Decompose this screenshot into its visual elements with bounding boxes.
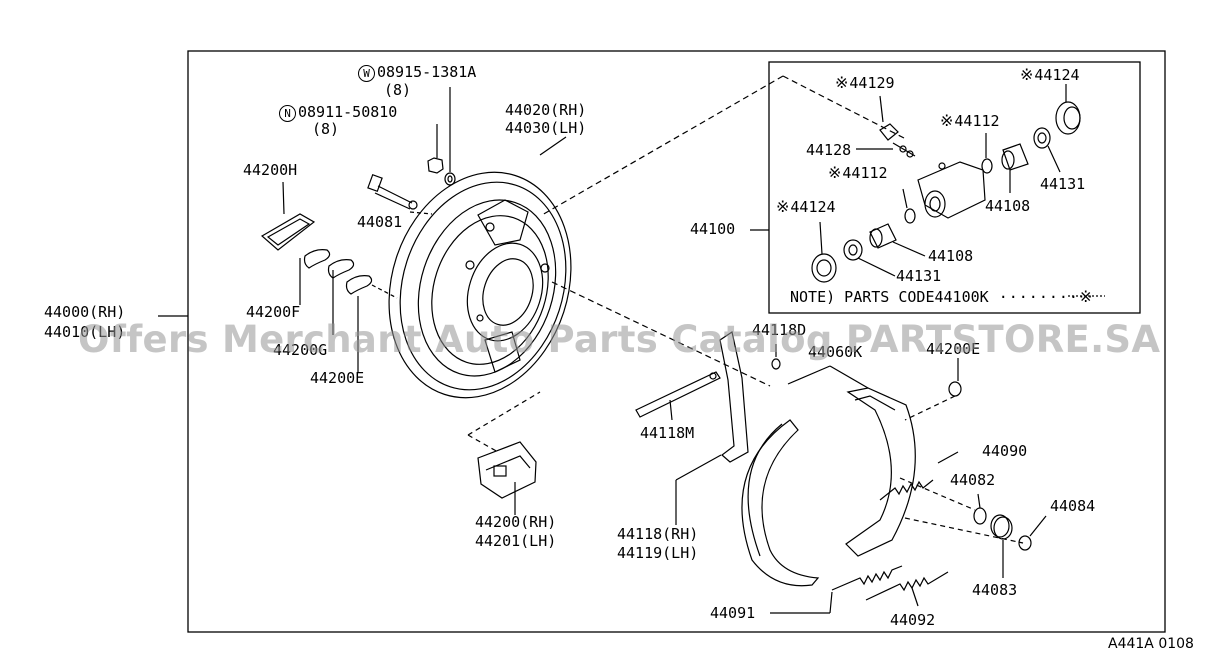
label-44118D: 44118D	[752, 321, 807, 339]
label-44084: 44084	[1050, 497, 1096, 515]
bolt-44081	[367, 173, 418, 210]
label-44124-left: ※44124	[776, 197, 836, 216]
reference-code: A441A 0108	[1108, 636, 1194, 652]
label-44108-bottom: 44108	[928, 247, 974, 265]
label-44112-b: ※44112	[828, 163, 888, 182]
piston-left	[869, 223, 897, 249]
label-44010: 44010(LH)	[44, 323, 126, 341]
spring-44091	[831, 565, 903, 591]
label-44128: 44128	[806, 141, 852, 159]
label-44124-top: ※44124	[1020, 65, 1080, 84]
spring-44083	[990, 514, 1013, 540]
label-44200G: 44200G	[273, 341, 328, 359]
label-44119: 44119(LH)	[617, 544, 699, 562]
nut-washer	[427, 157, 456, 186]
label-44118M: 44118M	[640, 424, 695, 442]
inset-frame	[768, 61, 1141, 314]
label-44081: 44081	[357, 213, 403, 231]
nut-symbol: N	[279, 105, 296, 122]
label-44129: ※44129	[835, 73, 895, 92]
dust-cap-left	[811, 253, 837, 283]
label-44200E-left: 44200E	[310, 369, 365, 387]
watermark: Offers Merchant Auto Parts Catalog PARTS…	[78, 318, 1161, 361]
label-44092: 44092	[890, 611, 936, 629]
brake-shoe-right	[845, 387, 916, 557]
label-44060: 44060K	[808, 343, 863, 361]
wheel-cylinder	[917, 161, 986, 219]
label-44200E-right: 44200E	[926, 340, 981, 358]
label-44201: 44201(LH)	[475, 532, 557, 550]
label-44131-bottom: 44131	[896, 267, 942, 285]
clips	[303, 249, 373, 295]
boot-left	[843, 239, 863, 261]
brake-shoe-left	[741, 419, 820, 587]
spring-44090	[879, 479, 934, 501]
label-08915-qty: (8)	[384, 81, 412, 99]
washer-symbol: W	[358, 65, 375, 82]
strut-44118M	[635, 371, 721, 418]
label-44000: 44000(RH)	[44, 303, 126, 321]
label-44108-right: 44108	[985, 197, 1031, 215]
label-44083: 44083	[972, 581, 1018, 599]
piston-right	[1001, 143, 1029, 171]
label-44200: 44200(RH)	[475, 513, 557, 531]
label-44082: 44082	[950, 471, 996, 489]
label-44112-a: ※44112	[940, 111, 1000, 130]
label-44091: 44091	[710, 604, 756, 622]
label-08911-qty: (8)	[312, 120, 340, 138]
dust-cap-right	[1055, 101, 1081, 135]
label-44090: 44090	[982, 442, 1028, 460]
label-44100: 44100	[690, 220, 736, 238]
label-44200H: 44200H	[243, 161, 298, 179]
gasket-44200H	[260, 213, 316, 251]
label-44131-right: 44131	[1040, 175, 1086, 193]
spring-44092	[865, 571, 949, 601]
label-44020: 44020(RH)	[505, 101, 587, 119]
label-44118: 44118(RH)	[617, 525, 699, 543]
adjuster-44200	[477, 441, 537, 499]
bleeder	[879, 123, 916, 158]
cup-seal-right	[981, 158, 993, 174]
label-44200F: 44200F	[246, 303, 301, 321]
backing-plate	[388, 171, 572, 399]
outer-frame	[187, 50, 1166, 633]
parts-note: NOTE) PARTS CODE44100K ········※	[790, 287, 1093, 306]
cup-seal-left	[904, 208, 916, 224]
label-44030: 44030(LH)	[505, 119, 587, 137]
lever-44118	[719, 331, 749, 463]
boot-right	[1033, 127, 1051, 149]
